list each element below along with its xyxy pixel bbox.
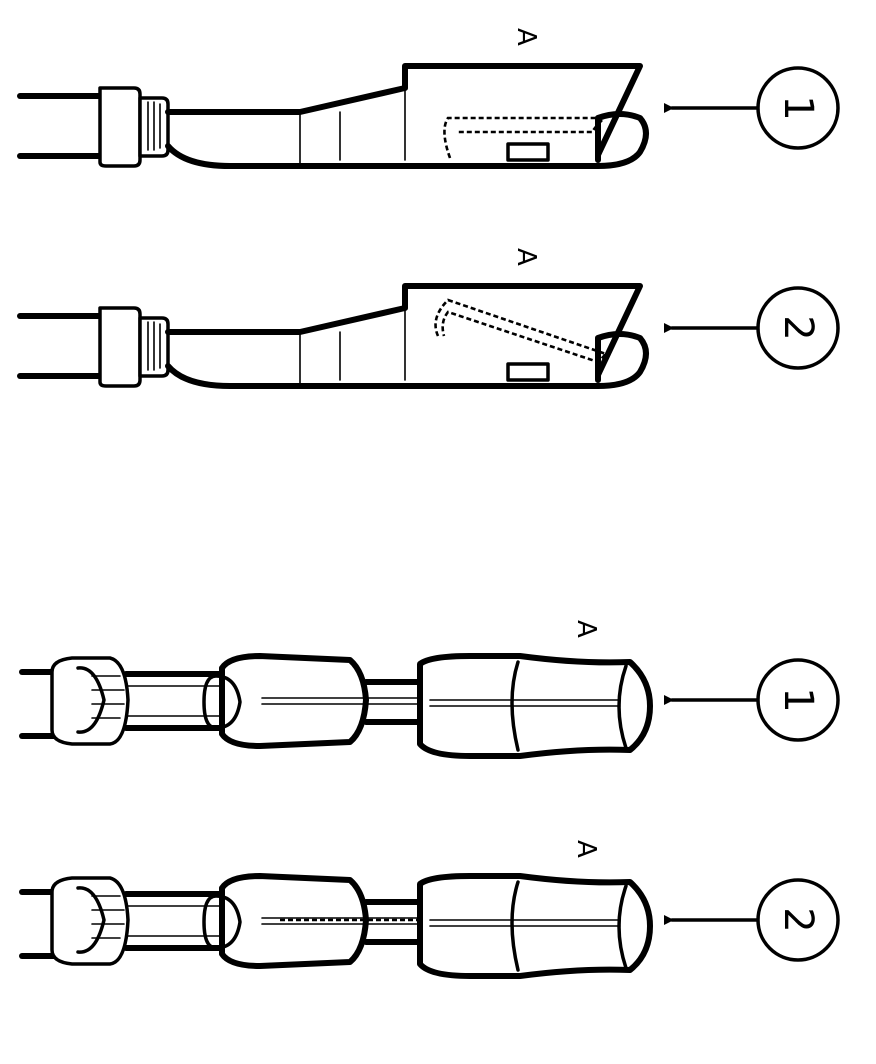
label-a: A — [571, 840, 601, 858]
round-terminal-2: A 2 — [22, 840, 838, 976]
label-a: A — [511, 248, 541, 266]
flat-terminal-2: A 2 — [20, 248, 838, 386]
round-terminal-1: A 1 — [22, 620, 838, 756]
svg-text:1: 1 — [775, 687, 821, 712]
callout-1: 1 — [672, 660, 838, 740]
svg-text:2: 2 — [775, 315, 821, 340]
label-a: A — [571, 620, 601, 638]
flat-terminal-1: A 1 — [20, 28, 838, 166]
svg-text:2: 2 — [775, 907, 821, 932]
label-a: A — [511, 28, 541, 46]
callout-2: 2 — [672, 880, 838, 960]
callout-2: 2 — [672, 288, 838, 368]
callout-1: 1 — [672, 68, 838, 148]
svg-text:1: 1 — [775, 95, 821, 120]
